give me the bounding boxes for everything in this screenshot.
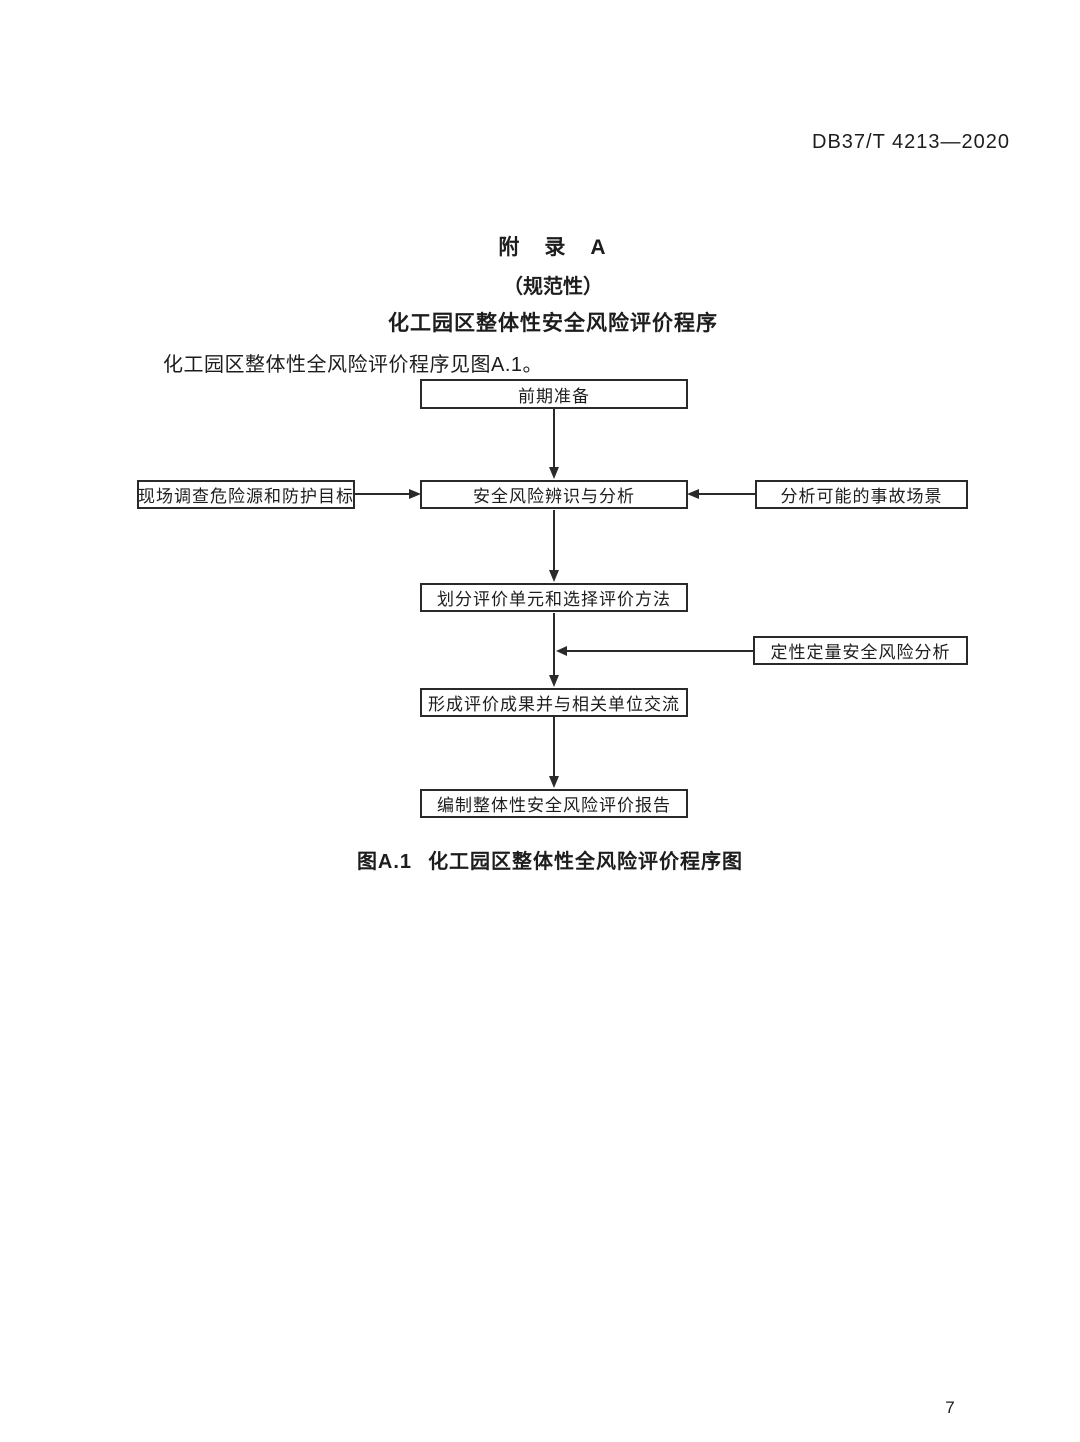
arrowhead-results-to-report [549, 776, 559, 788]
flowchart-node-prep: 前期准备 [420, 379, 688, 409]
flowchart-node-unit-division: 划分评价单元和选择评价方法 [420, 583, 688, 612]
figure-caption-text: 化工园区整体性全风险评价程序图 [428, 851, 744, 873]
flowchart-node-accident-scenarios: 分析可能的事故场景 [755, 480, 968, 509]
arrowhead-scenarios-to-identification [687, 489, 699, 499]
flowchart-node-risk-identification: 安全风险辨识与分析 [420, 480, 688, 509]
figure-caption-label: 图A.1 [356, 851, 413, 873]
flowchart-node-results-exchange: 形成评价成果并与相关单位交流 [420, 688, 688, 717]
appendix-title: 化工园区整体性安全风险评价程序 [388, 312, 718, 335]
arrowhead-analysis-to-centerline [556, 646, 567, 656]
appendix-normative-label: （规范性） [503, 276, 603, 298]
arrowhead-prep-to-identification [549, 467, 559, 479]
appendix-title-block: 附 录 A （规范性） 化工园区整体性安全风险评价程序 [213, 231, 893, 337]
arrowhead-units-to-results [549, 675, 559, 687]
page-number: 7 [945, 1398, 955, 1417]
appendix-label: 附 录 A [498, 236, 608, 259]
intro-paragraph: 化工园区整体性全风险评价程序见图A.1。 [163, 354, 544, 376]
flowchart-node-qual-quant-analysis: 定性定量安全风险分析 [753, 636, 968, 665]
flowchart-node-report: 编制整体性安全风险评价报告 [420, 789, 688, 818]
doc-code: DB37/T 4213—2020 [812, 131, 1010, 153]
flowchart-node-site-survey: 现场调查危险源和防护目标 [137, 480, 355, 509]
figure-caption: 图A.1 化工园区整体性全风险评价程序图 [210, 845, 890, 874]
arrowhead-identification-to-units [549, 570, 559, 582]
